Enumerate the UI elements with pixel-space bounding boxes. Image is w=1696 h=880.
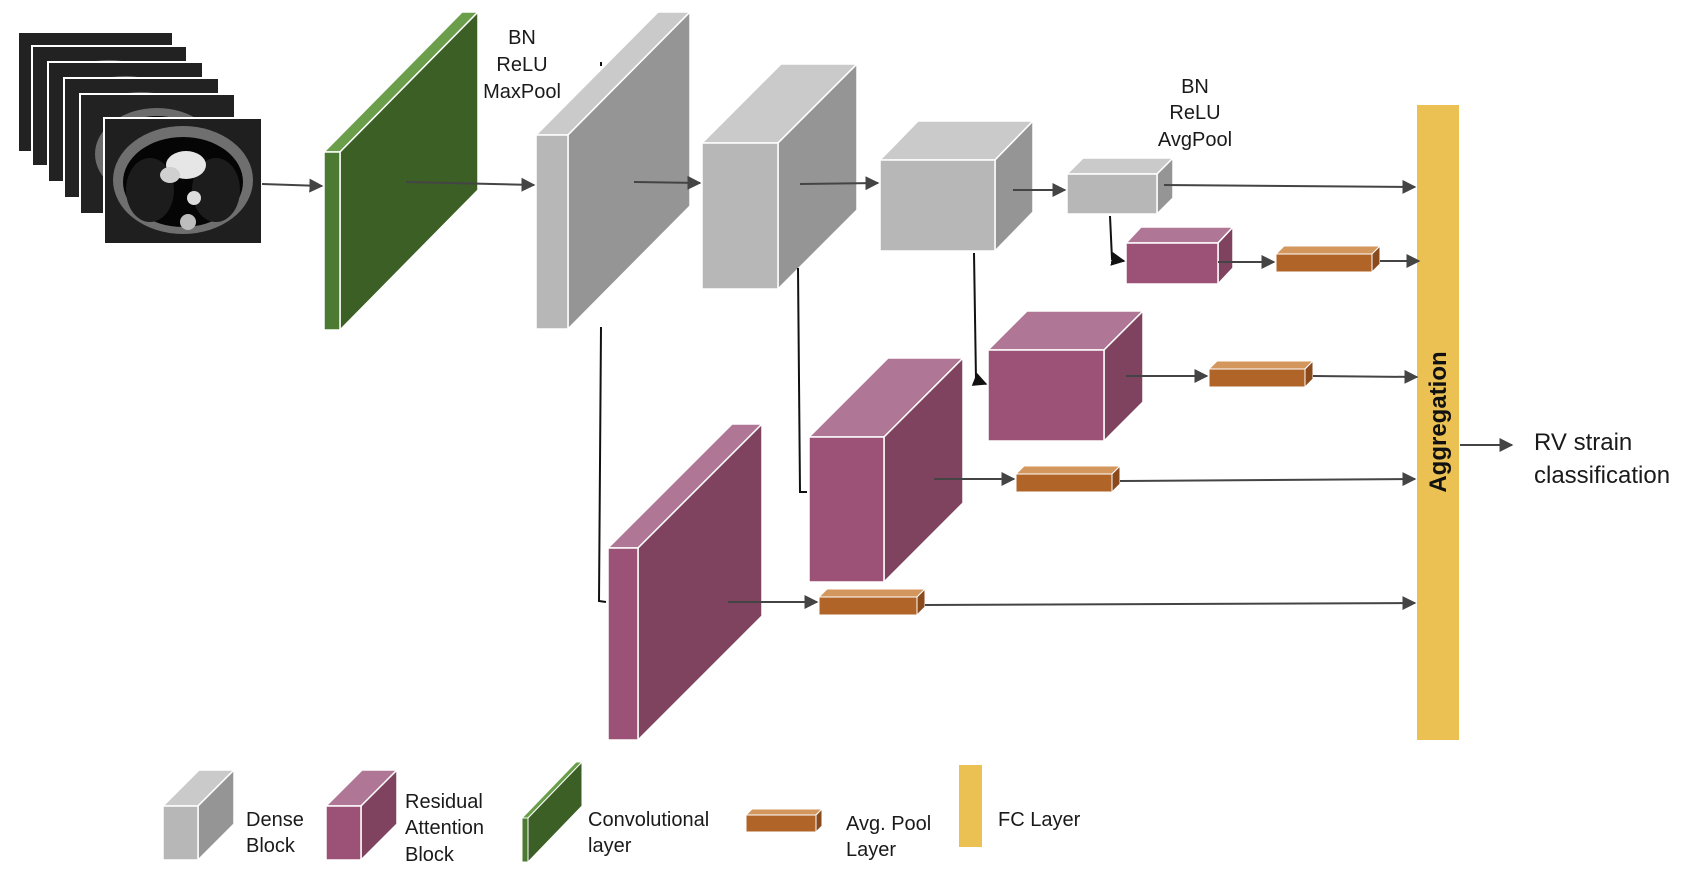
legend-text: layer <box>588 835 632 857</box>
residual-attention-block <box>606 422 764 742</box>
residual-attention-block <box>807 356 965 584</box>
legend-dense-block: Dense Block <box>161 768 304 862</box>
aggregation-label: Aggregation <box>1425 351 1452 492</box>
legend-text: Avg. Pool <box>846 813 931 835</box>
legend-text: Layer <box>846 839 896 861</box>
legend-text: Attention <box>405 817 484 839</box>
fc-aggregation-layer: Aggregation <box>1417 105 1459 740</box>
conv-ops-label: BN ReLU MaxPool <box>483 27 561 103</box>
dense-block <box>1065 156 1175 216</box>
branch-connector <box>597 326 607 603</box>
legend-text: FC Layer <box>998 809 1081 831</box>
ops-label-line: AvgPool <box>1158 129 1232 151</box>
ct-slice-front <box>103 117 263 245</box>
flow-arrow <box>405 177 536 192</box>
dense-block <box>878 119 1035 253</box>
ct-scan-stack <box>17 31 263 245</box>
branch-connector <box>971 252 988 386</box>
output-label-line: RV strain <box>1534 429 1632 456</box>
branch-connector <box>1109 215 1126 266</box>
flow-arrow <box>261 178 324 193</box>
residual-attention-block <box>1124 225 1235 286</box>
flow-arrow <box>799 176 880 191</box>
legend-text: Convolutional <box>588 809 709 831</box>
avg-pool-layer <box>817 587 927 617</box>
residual-attention-block <box>986 309 1145 443</box>
ops-label-line: MaxPool <box>483 81 561 103</box>
flow-arrow <box>633 175 702 190</box>
legend-text: Residual <box>405 791 483 813</box>
ops-label-line: ReLU <box>1169 102 1220 124</box>
flow-arrow <box>1119 472 1417 487</box>
legend-text: Block <box>246 835 296 857</box>
avg-pool-layer <box>1014 464 1122 494</box>
output-label: RV strain classification <box>1534 429 1670 489</box>
flow-arrow <box>1312 369 1419 384</box>
ops-label-line: BN <box>508 27 536 49</box>
legend-fc-layer: FC Layer <box>959 765 1081 847</box>
ops-label-line: ReLU <box>496 54 547 76</box>
branch-connector <box>797 267 807 493</box>
legend-convolutional-layer: Convolutional layer <box>520 760 709 864</box>
dense-block <box>700 62 859 291</box>
output-label-line: classification <box>1534 462 1670 489</box>
dense-ops-label: BN ReLU AvgPool <box>1158 76 1232 151</box>
avg-pool-layer <box>1207 359 1315 389</box>
legend-avg-pool-layer: Avg. Pool Layer <box>744 807 931 861</box>
convolutional-layer <box>322 10 480 332</box>
ops-label-line: BN <box>1181 76 1209 98</box>
avg-pool-layer <box>1274 244 1382 274</box>
dense-block <box>534 10 692 331</box>
legend-text: Dense <box>246 809 304 831</box>
legend-text: Block <box>405 844 455 866</box>
flow-arrow <box>924 596 1417 611</box>
flow-arrow <box>1163 179 1417 194</box>
legend: Dense Block Residual Attention Block Con… <box>161 760 1081 866</box>
legend-residual-attention-block: Residual Attention Block <box>324 768 484 866</box>
